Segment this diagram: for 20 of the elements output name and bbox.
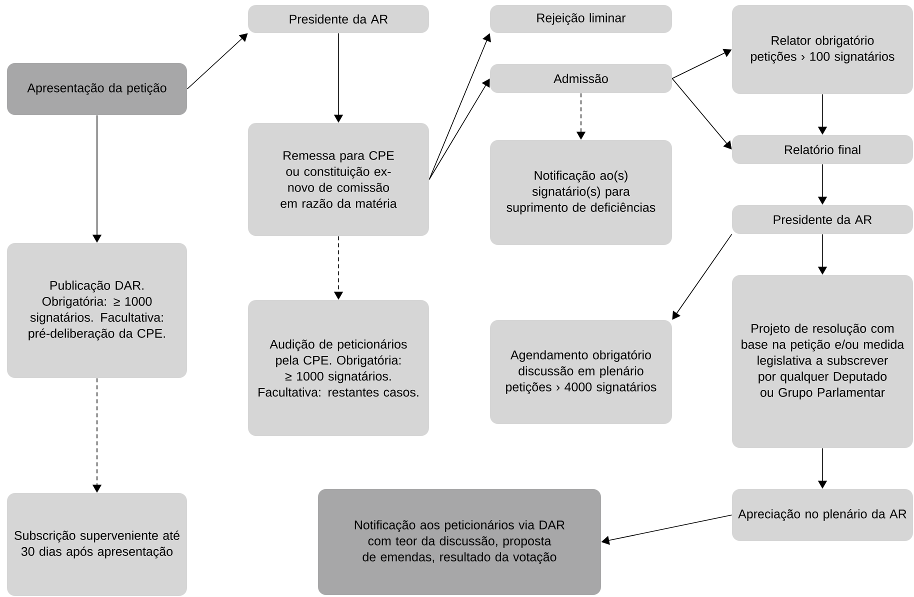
- arrow: [186, 33, 248, 90]
- process-box: Presidente da AR: [732, 205, 913, 234]
- process-box: Agendamento obrigatório discussão em plenário petições › 4000 signatários: [490, 320, 672, 424]
- process-box: Relator obrigatório petições › 100 signatários: [732, 5, 913, 94]
- process-box: Apreciação no plenário da AR: [732, 489, 913, 541]
- process-box: Relatório final: [732, 135, 913, 164]
- arrow: [672, 78, 732, 150]
- process-box: Admissão: [490, 64, 672, 93]
- process-box: Publicação DAR. Obrigatória: ≥ 1000 signatários. Facultativa: pré-deliberação da CPE.: [7, 243, 187, 378]
- arrow: [428, 78, 490, 180]
- arrow: [672, 234, 732, 320]
- start-box: Apresentação da petição: [7, 63, 187, 115]
- process-box: Notificação ao(s) signatário(s) para suprimento de deficiências: [490, 140, 672, 245]
- process-box: Remessa para CPE ou constituição ex-novo de comissão em razão da matéria: [248, 123, 429, 236]
- process-box: Rejeição liminar: [490, 5, 672, 33]
- process-box: Audição de peticionários pela CPE. Obrigatória: ≥ 1000 signatários. Facultativa: restantes casos.: [248, 300, 429, 436]
- process-box: Presidente da AR: [248, 5, 429, 33]
- process-box: Subscrição superveniente até 30 dias após apresentação: [7, 493, 187, 596]
- start-box: Notificação aos peticionários via DAR com teor da discussão, proposta de emendas, resultado da votação: [318, 489, 601, 595]
- process-box: Projeto de resolução com base na petição e/ou medida legislativa a subscrever por qualquer Deputado ou Grupo Parlamentar: [732, 275, 913, 448]
